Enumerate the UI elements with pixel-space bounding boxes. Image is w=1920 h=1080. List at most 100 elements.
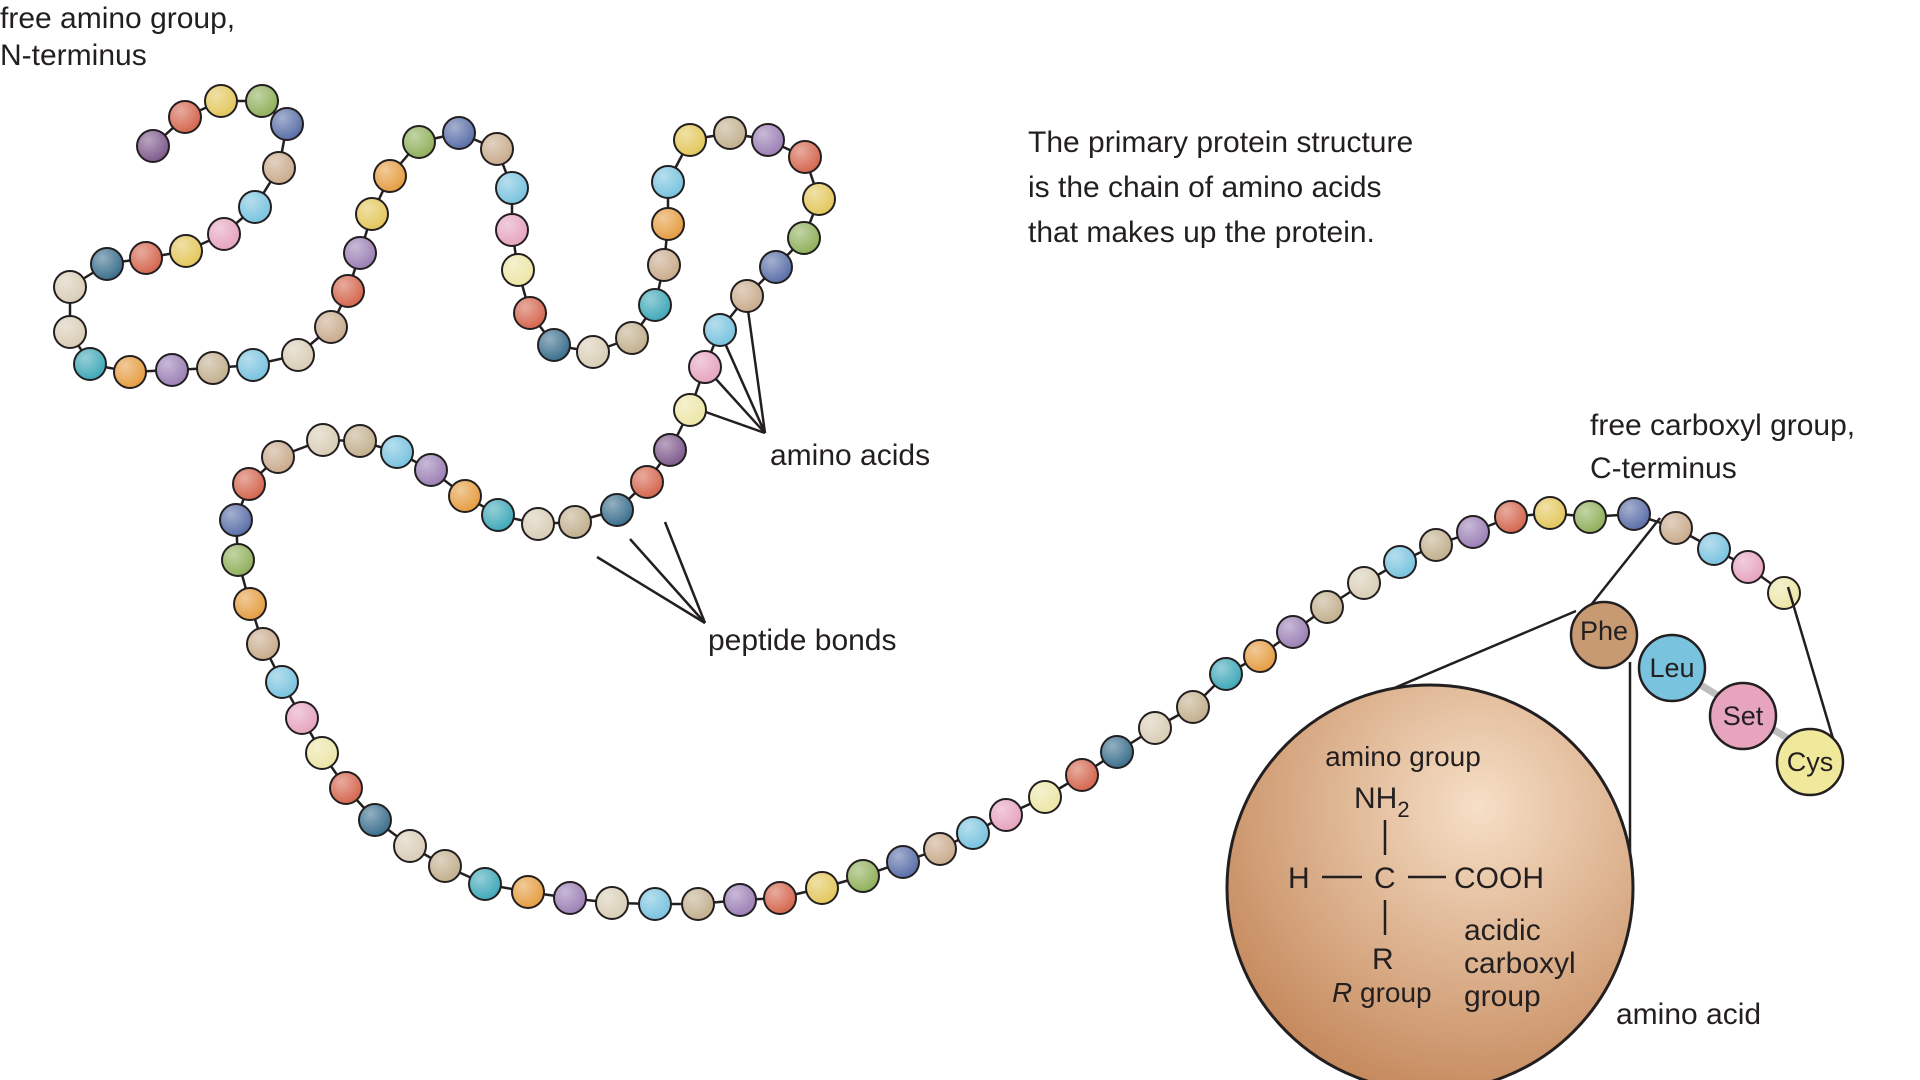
bead-highlight <box>675 125 705 155</box>
bead-highlight <box>497 173 527 203</box>
bead-highlight <box>331 773 361 803</box>
bead-highlight <box>316 312 346 342</box>
bead-highlight <box>92 249 122 279</box>
bead-highlight <box>653 167 683 197</box>
r-group-label: R group <box>1332 977 1432 1008</box>
bead-highlight <box>1496 502 1526 532</box>
amino-acids-label: amino acids <box>770 439 931 472</box>
bead-highlight <box>715 118 745 148</box>
residue-phe <box>1569 600 1639 670</box>
bead-highlight <box>515 298 545 328</box>
amino-acid-sphere: amino group NH2 H C COOH R R group acidi… <box>1225 683 1635 1080</box>
bead-highlight <box>375 161 405 191</box>
bead-highlight <box>223 545 253 575</box>
bead-highlight <box>395 831 425 861</box>
bead-highlight <box>640 889 670 919</box>
residue-set <box>1708 681 1778 751</box>
bead-highlight <box>632 467 662 497</box>
bead-highlight <box>287 703 317 733</box>
bead-highlight <box>1178 692 1208 722</box>
bead-highlight <box>209 219 239 249</box>
bead-highlight <box>1102 737 1132 767</box>
bead-highlight <box>1458 517 1488 547</box>
bead-highlight <box>235 589 265 619</box>
bead-highlight <box>807 873 837 903</box>
bead-highlight <box>1385 547 1415 577</box>
nh2-formula: NH2 <box>1354 782 1410 822</box>
bead-highlight <box>497 215 527 245</box>
bead-highlight <box>617 323 647 353</box>
bead-highlight <box>640 290 670 320</box>
bead-highlight <box>1140 713 1170 743</box>
enlarged-residues: Phe Leu Set Cys <box>1569 600 1845 797</box>
acidic-carboxyl-label: acidic carboxyl group <box>1464 914 1584 1013</box>
bead-highlight <box>483 500 513 530</box>
bead-highlight <box>75 349 105 379</box>
bead-highlight <box>345 238 375 268</box>
bead-highlight <box>131 243 161 273</box>
residue-cys <box>1775 727 1845 797</box>
bead-highlight <box>345 426 375 456</box>
bead-highlight <box>958 818 988 848</box>
bead-highlight <box>248 629 278 659</box>
bead-highlight <box>283 340 313 370</box>
bead-highlight <box>55 317 85 347</box>
bead-highlight <box>765 883 795 913</box>
bead-highlight <box>602 495 632 525</box>
bead-highlight <box>732 281 762 311</box>
bead-highlight <box>1619 499 1649 529</box>
bead-highlight <box>170 102 200 132</box>
bead-highlight <box>138 131 168 161</box>
bead-highlight <box>450 481 480 511</box>
bead-highlight <box>221 505 251 535</box>
bead-highlight <box>683 889 713 919</box>
bead-highlight <box>1245 641 1275 671</box>
amino-acid-label: amino acid <box>1616 998 1762 1031</box>
bead-highlight <box>675 395 705 425</box>
bead-highlight <box>503 255 533 285</box>
description-text: The primary protein structure is the cha… <box>1028 126 1414 249</box>
bead-highlight <box>404 127 434 157</box>
residue-leu-label: Leu <box>1649 653 1694 683</box>
bead-highlight <box>333 276 363 306</box>
residue-set-label: Set <box>1723 701 1764 731</box>
bead-highlight <box>272 109 302 139</box>
bead-highlight <box>307 738 337 768</box>
bead-highlight <box>848 861 878 891</box>
bead-highlight <box>1278 617 1308 647</box>
bead-highlight <box>790 142 820 172</box>
bead-highlight <box>263 442 293 472</box>
alpha-carbon: C <box>1374 862 1396 895</box>
bead-highlight <box>1067 760 1097 790</box>
bead-highlight <box>991 800 1021 830</box>
bead-highlight <box>416 455 446 485</box>
bead-highlight <box>523 509 553 539</box>
bead-highlight <box>238 350 268 380</box>
cooh-group: COOH <box>1454 862 1544 895</box>
bead-highlight <box>653 209 683 239</box>
bead-highlight <box>240 192 270 222</box>
residue-phe-label: Phe <box>1580 616 1628 646</box>
residue-cys-label: Cys <box>1787 747 1834 777</box>
bead-highlight <box>888 847 918 877</box>
bead-highlight <box>761 252 791 282</box>
bead-highlight <box>705 315 735 345</box>
r-atom: R <box>1372 943 1394 976</box>
hydrogen-atom: H <box>1288 862 1310 895</box>
bead-highlight <box>513 877 543 907</box>
bead-highlight <box>382 437 412 467</box>
bead-highlight <box>1312 592 1342 622</box>
bead-highlight <box>267 667 297 697</box>
c-terminus-label: free carboxyl group, C-terminus <box>1590 409 1856 485</box>
bead-highlight <box>206 86 236 116</box>
bead-highlight <box>308 425 338 455</box>
bead-highlight <box>55 272 85 302</box>
bead-highlight <box>539 330 569 360</box>
bead-highlight <box>597 888 627 918</box>
bead-highlight <box>234 469 264 499</box>
bead-highlight <box>753 125 783 155</box>
bead-highlight <box>1661 513 1691 543</box>
bead-highlight <box>560 507 590 537</box>
